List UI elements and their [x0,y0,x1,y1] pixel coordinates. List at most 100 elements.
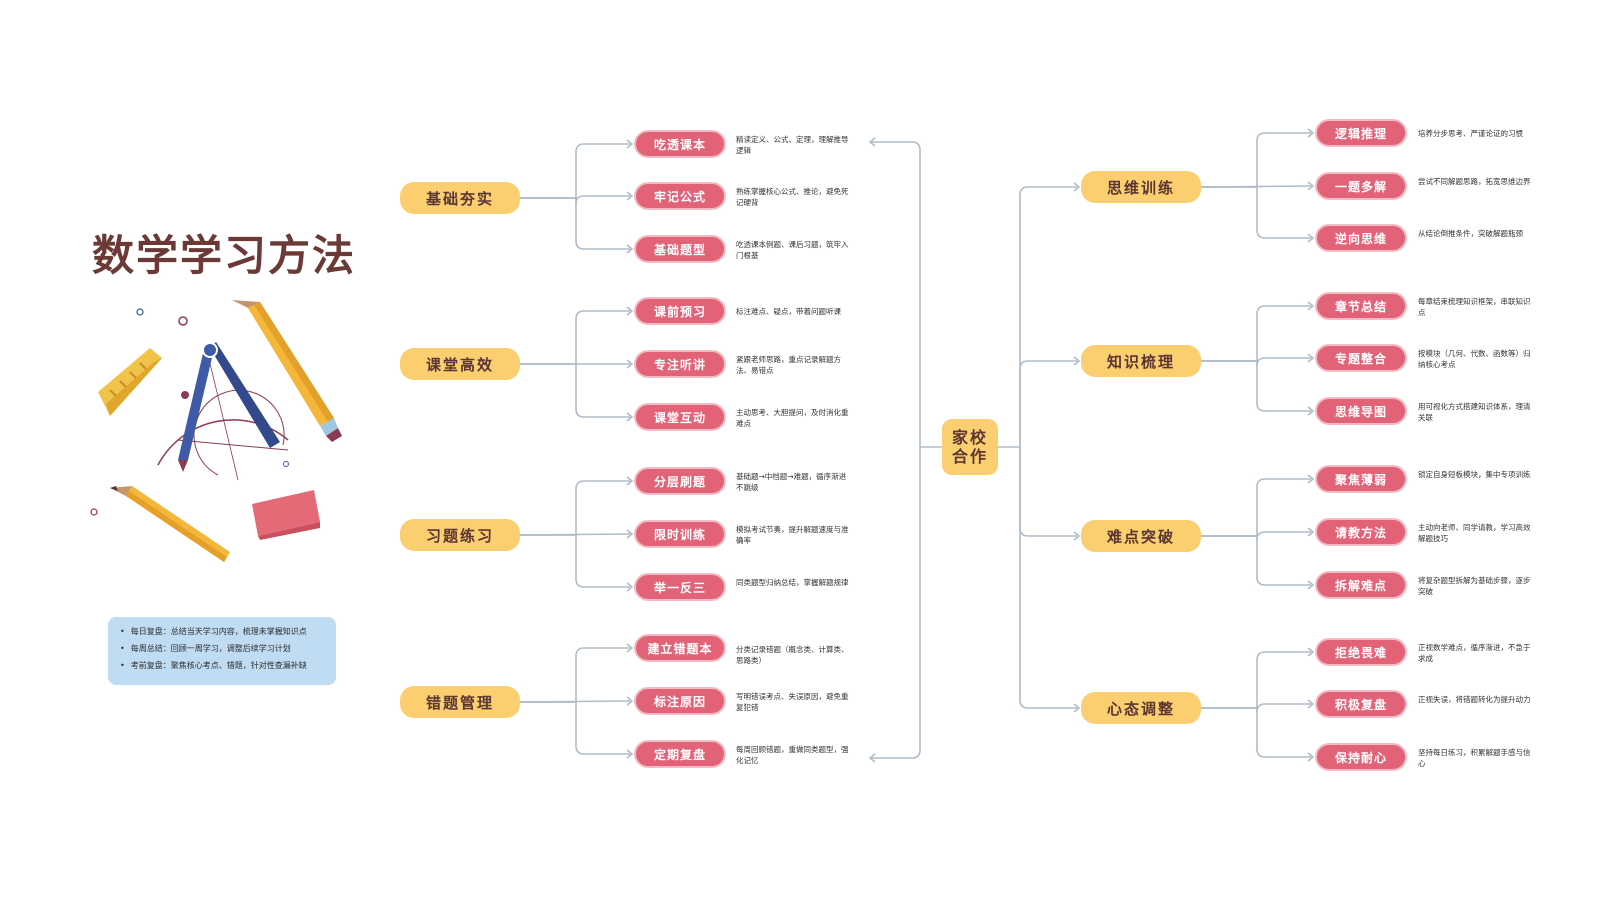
arrow-icon [626,412,634,422]
connector-line [1201,186,1311,239]
connector-line [520,363,630,418]
sub-topic-node[interactable]: 积极复盘 [1315,690,1407,718]
connector-line [520,143,630,199]
arrow-icon [1073,182,1081,192]
connector-line [1201,360,1311,412]
math-tools-illustration [90,300,342,562]
sub-topic-description: 尝试不同解题思路，拓宽思维边界 [1418,177,1531,186]
eraser-icon [252,490,320,540]
arrow-icon [1073,703,1081,713]
sub-topic-node[interactable]: 吃透课本 [634,130,726,158]
sub-topic-node[interactable]: 拒绝畏难 [1315,638,1407,666]
connector-line [520,534,630,588]
arrow-icon [1307,181,1315,191]
connector-line [872,141,921,447]
arrow-icon [1307,580,1315,590]
arrow-icon [1307,233,1315,243]
connector-line [520,647,630,703]
connector-line [520,480,630,536]
category-node[interactable]: 课堂高效 [400,348,520,380]
sub-topic-description: 坚持每日练习，积累解题手感与信心 [1418,748,1531,768]
connector-line [872,447,921,759]
sub-topic-description: 正视失误，将错题转化为提升动力 [1418,695,1531,704]
connector-line [1201,478,1311,537]
sub-topic-node[interactable]: 聚焦薄弱 [1315,465,1407,493]
category-node[interactable]: 知识梳理 [1081,345,1201,377]
arrow-icon [626,643,634,653]
sub-topic-node[interactable]: 专题整合 [1315,344,1407,372]
category-node[interactable]: 错题管理 [400,686,520,718]
sub-topic-node[interactable]: 专注听讲 [634,350,726,378]
connector-line [1019,447,1077,709]
sub-topic-node[interactable]: 分层刷题 [634,467,726,495]
sub-topic-node[interactable]: 课前预习 [634,297,726,325]
sub-topic-description: 按模块（几何、代数、函数等）归纳核心考点 [1418,349,1531,369]
sub-topic-node[interactable]: 牢记公式 [634,182,726,210]
arrow-icon [1073,356,1081,366]
notes-item: 每周总结：回顾一周学习，调整后续学习计划 [120,640,326,657]
sub-topic-description: 从结论倒推条件，突破解题瓶颈 [1418,229,1523,238]
arrow-icon [626,306,634,316]
sub-topic-node[interactable]: 章节总结 [1315,292,1407,320]
sub-topic-node[interactable]: 建立错题本 [634,634,726,662]
sub-topic-node[interactable]: 基础题型 [634,235,726,263]
category-node[interactable]: 心态调整 [1081,692,1201,724]
connector-line [1201,305,1311,362]
sub-topic-description: 精读定义、公式、定理，理解推导逻辑 [736,135,849,155]
sub-topic-node[interactable]: 举一反三 [634,573,726,601]
compass-icon [157,342,289,481]
category-node[interactable]: 难点突破 [1081,520,1201,552]
category-node[interactable]: 思维训练 [1081,171,1201,203]
arrow-icon [1073,531,1081,541]
sub-topic-description: 标注难点、疑点，带着问题听课 [736,307,841,316]
sub-topic-node[interactable]: 标注原因 [634,687,726,715]
category-node[interactable]: 基础夯实 [400,182,520,214]
sub-topic-node[interactable]: 请教方法 [1315,518,1407,546]
arrow-icon [1307,527,1315,537]
connector-line [1019,447,1077,537]
sub-topic-description: 培养分步思考、严谨论证的习惯 [1418,129,1523,138]
sub-topic-description: 每周回顾错题，重做同类题型，强化记忆 [736,745,849,765]
center-node[interactable]: 家校 合作 [942,419,998,475]
sub-topic-description: 同类题型归纳总结，掌握解题规律 [736,578,849,587]
sub-topic-node[interactable]: 思维导图 [1315,397,1407,425]
sub-topic-description: 分类记录错题（概念类、计算类、思路类） [736,645,849,665]
sub-topic-node[interactable]: 保持耐心 [1315,743,1407,771]
dot-icon [136,308,144,316]
sub-topic-node[interactable]: 逻辑推理 [1315,119,1407,147]
pencil-icon [110,486,230,562]
sub-topic-node[interactable]: 限时训练 [634,520,726,548]
sub-topic-description: 熟练掌握核心公式、推论，避免死记硬背 [736,187,849,207]
sub-topic-description: 基础题→中档题→难题，循序渐进不跳级 [736,472,847,492]
sub-topic-description: 主动思考、大胆提问，及时消化重难点 [736,408,849,428]
connector-line [1201,132,1311,188]
arrow-icon [626,696,634,706]
sub-topic-description: 紧跟老师思路，重点记录解题方法、易错点 [736,355,841,375]
arrow-icon [626,476,634,486]
arrow-icon [626,359,634,369]
sub-topic-description: 用可视化方式搭建知识体系，理清关联 [1418,402,1531,422]
sub-topic-node[interactable]: 逆向思维 [1315,224,1407,252]
dot-icon [178,316,188,326]
connector-line [1201,651,1311,709]
notes-item: 每日复盘：总结当天学习内容，梳理未掌握知识点 [120,623,326,640]
arrow-icon [1307,699,1315,709]
sub-topic-node[interactable]: 一题多解 [1315,172,1407,200]
sub-topic-description: 每章结束梳理知识框架，串联知识点 [1418,297,1531,317]
category-node[interactable]: 习题练习 [400,519,520,551]
ruler-icon [98,348,162,416]
sub-topic-node[interactable]: 课堂互动 [634,403,726,431]
arrow-icon [626,244,634,254]
arrow-icon [626,529,634,539]
connector-line [1201,707,1311,758]
sub-topic-node[interactable]: 定期复盘 [634,740,726,768]
connector-line [520,197,630,250]
sub-topic-description: 锁定自身短板模块，集中专项训练 [1418,470,1531,479]
arrow-icon [1307,128,1315,138]
sub-topic-description: 主动向老师、同学请教，学习高效解题技巧 [1418,523,1531,543]
arrow-icon [1307,647,1315,657]
arrow-icon [1307,353,1315,363]
sub-topic-node[interactable]: 拆解难点 [1315,571,1407,599]
